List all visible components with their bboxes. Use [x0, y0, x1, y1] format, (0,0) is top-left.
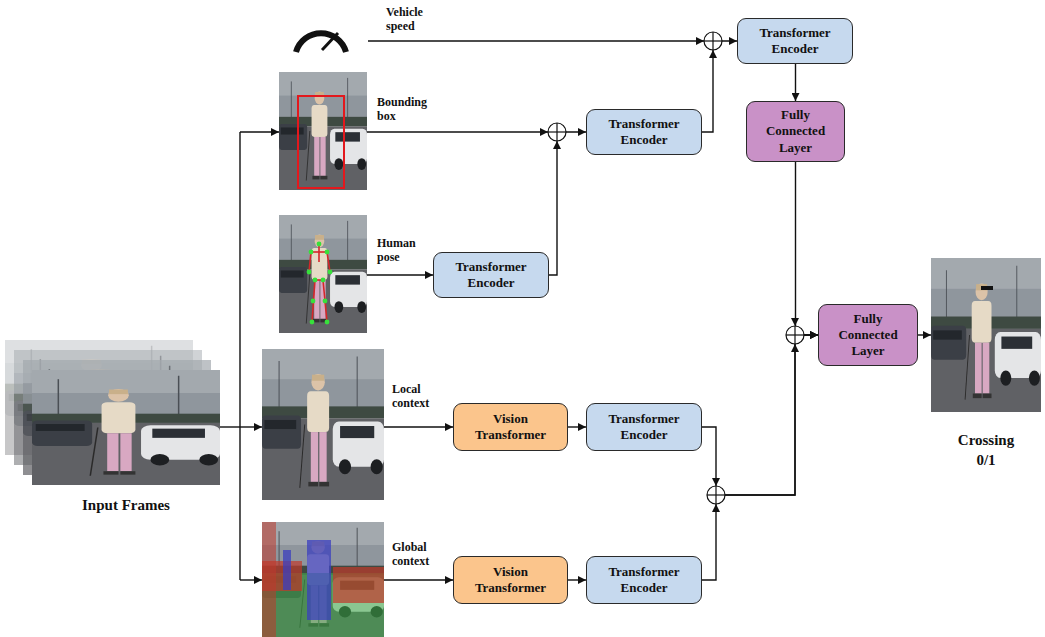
fully-connected-box: Fully Connected Layer [818, 304, 918, 366]
flow-arrow [702, 335, 818, 495]
local-context-image [262, 349, 384, 500]
node-text: Vision Transformer [462, 564, 559, 597]
node-text: Transformer Encoder [595, 116, 693, 149]
input-label: Vehicle speed [386, 6, 436, 34]
flow-arrow [702, 335, 818, 580]
flow-arrow [918, 334, 931, 335]
speedometer-icon [296, 33, 346, 52]
node-text: Transformer Encoder [595, 564, 693, 597]
transformer-encoder-box: Transformer Encoder [586, 403, 702, 451]
flow-arrow [702, 41, 737, 132]
vision-transformer-box: Vision Transformer [453, 403, 568, 451]
node-text: Input Frames [82, 495, 170, 515]
node-text: Crossing 0/1 [950, 430, 1022, 471]
human-pose-image [279, 215, 367, 333]
transformer-encoder-box: Transformer Encoder [586, 109, 702, 155]
input-label: Local context [392, 383, 436, 411]
transformer-encoder-box: Transformer Encoder [433, 252, 549, 298]
input-frames-image [5, 340, 220, 485]
node-text: Fully Connected Layer [827, 311, 909, 360]
input-label: Global context [392, 541, 444, 569]
image-caption-node: Crossing 0/1 [931, 258, 1041, 470]
flow-arrow [795, 64, 796, 101]
node-text: Transformer Encoder [746, 25, 844, 58]
transformer-encoder-box: Transformer Encoder [586, 556, 702, 604]
vision-transformer-box: Vision Transformer [453, 556, 568, 604]
bounding-box-image [279, 72, 367, 190]
node-text: Transformer Encoder [442, 259, 540, 292]
flow-arrow [549, 132, 586, 275]
node-text: Vision Transformer [462, 411, 559, 444]
node-text: Fully Connected Layer [755, 107, 836, 156]
output-image [931, 258, 1041, 412]
input-wire [220, 41, 704, 580]
node-text: Transformer Encoder [595, 411, 693, 444]
flow-arrow [568, 426, 586, 427]
input-label: Bounding box [377, 96, 439, 124]
transformer-encoder-box: Transformer Encoder [737, 18, 853, 64]
flow-arrow [796, 162, 819, 335]
fully-connected-box: Fully Connected Layer [746, 101, 845, 162]
global-context-image [262, 522, 384, 637]
image-caption-node: Input Frames [32, 340, 220, 515]
input-label: Human pose [377, 237, 425, 265]
flow-arrow [568, 579, 586, 580]
